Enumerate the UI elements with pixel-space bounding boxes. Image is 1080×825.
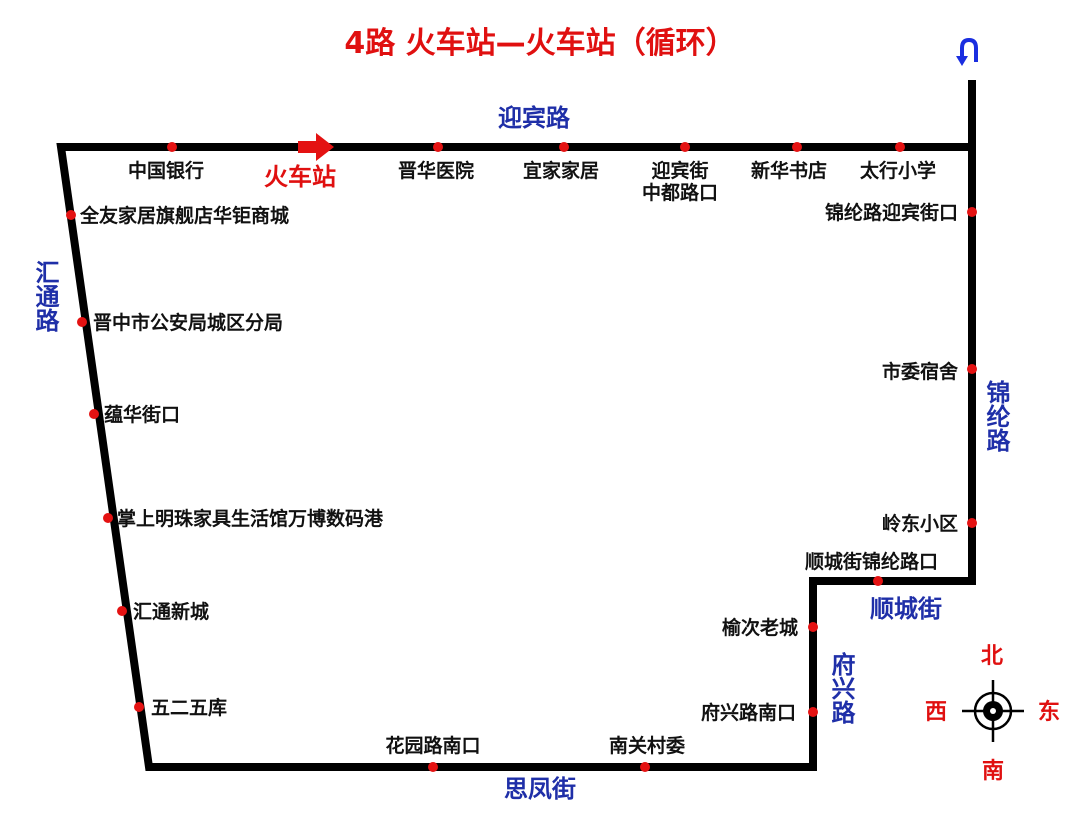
map-title: 4路 火车站—火车站（循环） [344, 26, 735, 61]
compass-east-label: 东 [1038, 699, 1060, 725]
stop-label: 全友家居旗舰店华钜商城 [79, 204, 289, 227]
right-arrow-icon [298, 133, 334, 161]
stop-dot [433, 142, 443, 152]
stop-label: 锦纶路迎宾街口 [825, 201, 958, 224]
stop-label: 新华书店 [751, 159, 827, 182]
stop-label: 晋中市公安局城区分局 [93, 311, 283, 334]
compass-icon [962, 680, 1024, 742]
stop-dot [792, 142, 802, 152]
stop-dot [967, 207, 977, 217]
stop-label: 汇通新城 [133, 600, 209, 623]
stop-dot [77, 317, 87, 327]
compass-south-label: 南 [982, 759, 1004, 784]
stop-label: 晋华医院 [398, 159, 474, 182]
stop-dot [895, 142, 905, 152]
stop-dot [967, 364, 977, 374]
stop-label: 府兴路南口 [701, 701, 796, 724]
stop-label: 中都路口 [642, 181, 718, 204]
stop-label: 中国银行 [128, 159, 204, 182]
stop-label: 迎宾街 [651, 159, 708, 182]
road-label: 汇通路 [31, 260, 59, 332]
stop-label: 蕴华街口 [104, 403, 180, 426]
u-turn-icon [956, 37, 978, 66]
stop-dot [117, 606, 127, 616]
stop-dot [559, 142, 569, 152]
road-label: 思凤街 [504, 775, 576, 803]
stop-label: 顺城街锦纶路口 [805, 550, 938, 573]
route-line [56, 80, 976, 771]
stop-dot [66, 210, 76, 220]
stop-dot [640, 762, 650, 772]
stop-label: 宜家家居 [523, 159, 599, 182]
stop-label: 榆次老城 [722, 616, 798, 639]
stop-label-main-station: 火车站 [264, 163, 336, 191]
road-label: 顺城街 [870, 595, 942, 623]
stop-label: 市委宿舍 [882, 360, 959, 383]
stop-dot [967, 518, 977, 528]
stop-dot [134, 702, 144, 712]
road-label: 锦纶路 [982, 380, 1010, 452]
stop-dot [808, 622, 818, 632]
stop-label: 太行小学 [860, 159, 936, 182]
stop-dot [428, 762, 438, 772]
stop-dot [167, 142, 177, 152]
stop-dots [66, 142, 977, 772]
stop-dot [89, 409, 99, 419]
stop-label: 五二五库 [151, 696, 227, 719]
stop-dot [680, 142, 690, 152]
road-label: 府兴路 [827, 651, 855, 724]
compass-north-label: 北 [981, 644, 1003, 669]
stop-dot [103, 513, 113, 523]
stop-label: 花园路南口 [385, 734, 480, 757]
stop-dot [808, 707, 818, 717]
compass-west-label: 西 [925, 700, 947, 725]
stop-label: 南关村委 [609, 734, 685, 757]
stop-label: 掌上明珠家具生活馆万博数码港 [117, 507, 384, 530]
stop-label: 岭东小区 [882, 512, 958, 535]
road-label: 迎宾路 [498, 104, 571, 132]
stop-dot [873, 576, 883, 586]
